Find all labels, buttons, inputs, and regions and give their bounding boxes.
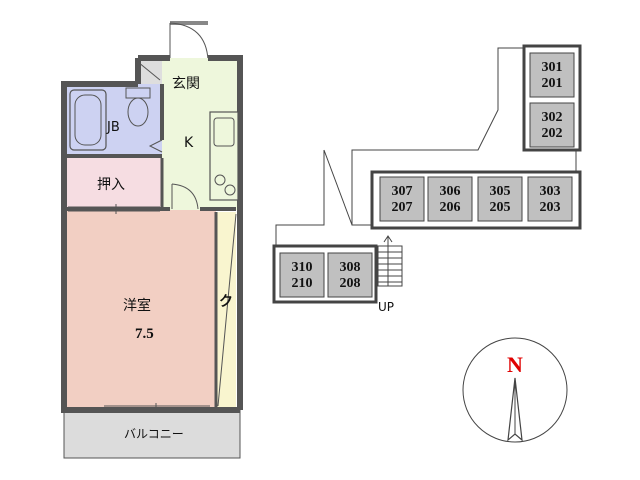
unit-number-2f: 208 <box>340 276 361 291</box>
main-room-label: 洋室 <box>123 297 151 314</box>
unit-box <box>477 176 523 222</box>
unit-box <box>279 252 325 298</box>
unit-box <box>327 252 373 298</box>
storage-area <box>216 212 236 408</box>
closet-area <box>66 158 162 208</box>
main-room-size: 7.5 <box>135 326 154 342</box>
bathtub <box>69 89 107 151</box>
kitchen-label: K <box>184 135 194 151</box>
kitchen-counter <box>209 111 239 201</box>
unit-number-2f: 210 <box>292 276 313 291</box>
bath-door <box>148 139 163 153</box>
stairs-up-label: UP <box>378 300 394 314</box>
entrance-door <box>169 21 209 61</box>
stairs <box>377 235 403 287</box>
closet-sliding-door <box>68 204 160 214</box>
main-room-area <box>66 210 216 408</box>
balcony-sliding-window <box>104 403 210 413</box>
unit-number-3f: 306 <box>440 184 461 199</box>
compass-north-label: N <box>507 352 523 377</box>
unit-box <box>529 52 575 98</box>
unit-bath-label: JB <box>106 120 120 135</box>
unit-box <box>427 176 473 222</box>
unit-number-3f: 310 <box>292 260 313 275</box>
unit-box <box>527 176 573 222</box>
building-outline <box>275 47 577 248</box>
balcony-area <box>63 409 241 459</box>
storage-label: ク <box>219 294 233 310</box>
kitchen-door-swing <box>171 183 199 210</box>
unit-number-3f: 308 <box>340 260 361 275</box>
unit-box <box>529 102 575 148</box>
closet-label: 押入 <box>97 177 125 193</box>
unit-number-2f: 205 <box>490 200 511 215</box>
unit-number-2f: 201 <box>542 76 563 91</box>
unit-number-2f: 203 <box>540 200 561 215</box>
storage-door <box>217 213 237 407</box>
unit-grid: 3012013022023072073062063052053032033102… <box>279 52 575 298</box>
unit-number-2f: 207 <box>392 200 413 215</box>
unit-number-3f: 305 <box>490 184 511 199</box>
unit-number-3f: 303 <box>540 184 561 199</box>
toilet-icon <box>125 87 151 127</box>
compass <box>462 337 568 443</box>
unit-number-3f: 307 <box>392 184 413 199</box>
unit-number-3f: 301 <box>542 60 563 75</box>
balcony-label: バルコニー <box>124 427 184 441</box>
entrance-label: 玄関 <box>172 75 200 92</box>
unit-box <box>379 176 425 222</box>
unit-number-3f: 302 <box>542 110 563 125</box>
unit-number-2f: 202 <box>542 126 563 141</box>
unit-number-2f: 206 <box>440 200 461 215</box>
